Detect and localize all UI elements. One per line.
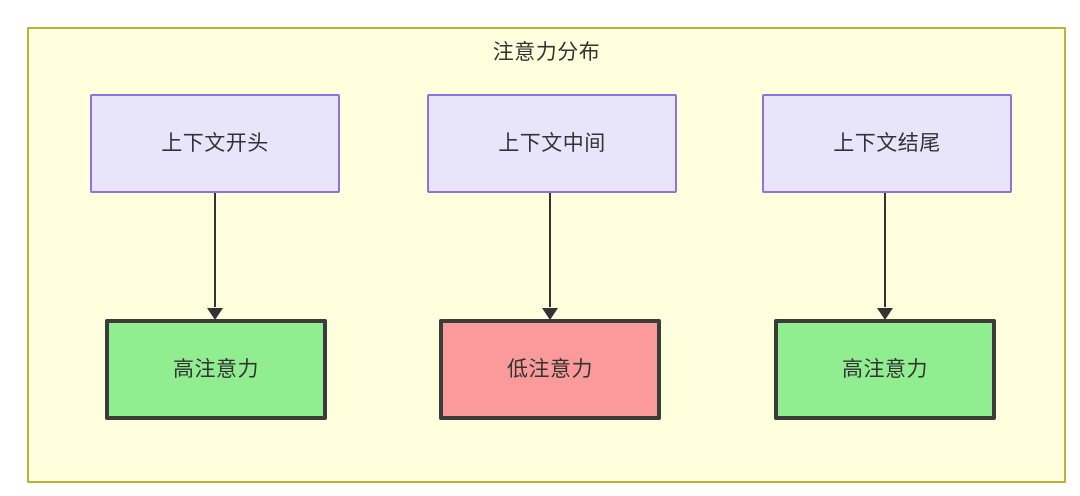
arrow-shaft <box>549 193 551 307</box>
node-attention-end-label: 高注意力 <box>842 358 928 381</box>
arrow-head-icon <box>207 308 223 320</box>
node-context-middle[interactable]: 上下文中间 <box>427 94 677 193</box>
node-attention-end[interactable]: 高注意力 <box>774 319 996 420</box>
attention-distribution-container: 注意力分布 上下文开头 高注意力 上下文中间 低注意力 上下文结尾 <box>27 27 1066 483</box>
arrow-head-icon <box>877 308 893 320</box>
node-context-start[interactable]: 上下文开头 <box>90 94 340 193</box>
node-context-middle-label: 上下文中间 <box>498 132 606 155</box>
node-context-start-label: 上下文开头 <box>161 132 269 155</box>
diagram-title: 注意力分布 <box>492 41 601 64</box>
arrow-shaft <box>884 193 886 307</box>
node-attention-middle-label: 低注意力 <box>507 358 593 381</box>
arrow-shaft <box>214 193 216 307</box>
node-attention-start-label: 高注意力 <box>173 358 259 381</box>
node-context-end-label: 上下文结尾 <box>833 132 941 155</box>
node-attention-start[interactable]: 高注意力 <box>105 319 327 420</box>
arrow-head-icon <box>542 308 558 320</box>
node-attention-middle[interactable]: 低注意力 <box>439 319 661 420</box>
node-context-end[interactable]: 上下文结尾 <box>762 94 1012 193</box>
